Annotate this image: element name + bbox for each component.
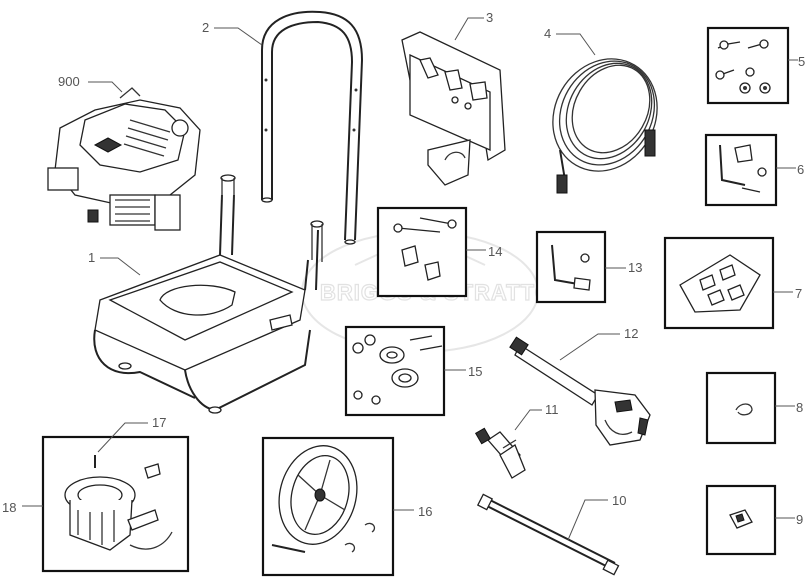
part-8-clip[interactable] (735, 403, 753, 416)
callout-18: 18 (2, 500, 16, 515)
callout-15: 15 (468, 364, 482, 379)
callout-9: 9 (796, 512, 803, 527)
part-6-fittings[interactable] (719, 144, 767, 193)
callout-8: 8 (796, 400, 803, 415)
callout-900: 900 (58, 74, 80, 89)
part-14-hardware[interactable] (393, 217, 457, 281)
callout-11: 11 (545, 402, 559, 417)
callout-6: 6 (797, 162, 804, 177)
callout-3: 3 (486, 10, 493, 25)
part-13-fitting[interactable] (551, 244, 591, 291)
callout-16: 16 (418, 504, 432, 519)
part-5-bolts[interactable] (715, 39, 771, 94)
part-9-adapter[interactable] (729, 509, 753, 529)
callout-17: 17 (152, 415, 166, 430)
callout-7: 7 (795, 286, 802, 301)
callout-12: 12 (624, 326, 638, 341)
part-8-box (705, 371, 777, 445)
part-11-nozzle[interactable] (474, 427, 526, 479)
part-4-hose[interactable] (533, 40, 678, 194)
part-15-bearings[interactable] (352, 334, 443, 405)
callout-5: 5 (798, 54, 805, 69)
part-10-lance[interactable] (476, 493, 620, 576)
part-7-nozzle-kit[interactable] (679, 254, 761, 313)
part-15-box (344, 325, 446, 417)
callout-4: 4 (544, 26, 551, 41)
part-18-pump[interactable] (64, 455, 173, 551)
callout-13: 13 (628, 260, 642, 275)
part-12-spray-gun[interactable] (509, 336, 651, 446)
callout-10: 10 (612, 493, 626, 508)
callout-1: 1 (88, 250, 95, 265)
part-1-frame[interactable] (93, 174, 324, 414)
callout-14: 14 (488, 244, 502, 259)
part-16-wheel-kit[interactable] (268, 437, 376, 553)
part-13-box (535, 230, 607, 304)
part-3-bracket[interactable] (401, 31, 506, 186)
part-2-handle[interactable] (261, 10, 364, 245)
part-900-engine[interactable] (47, 87, 201, 231)
callout-2: 2 (202, 20, 209, 35)
